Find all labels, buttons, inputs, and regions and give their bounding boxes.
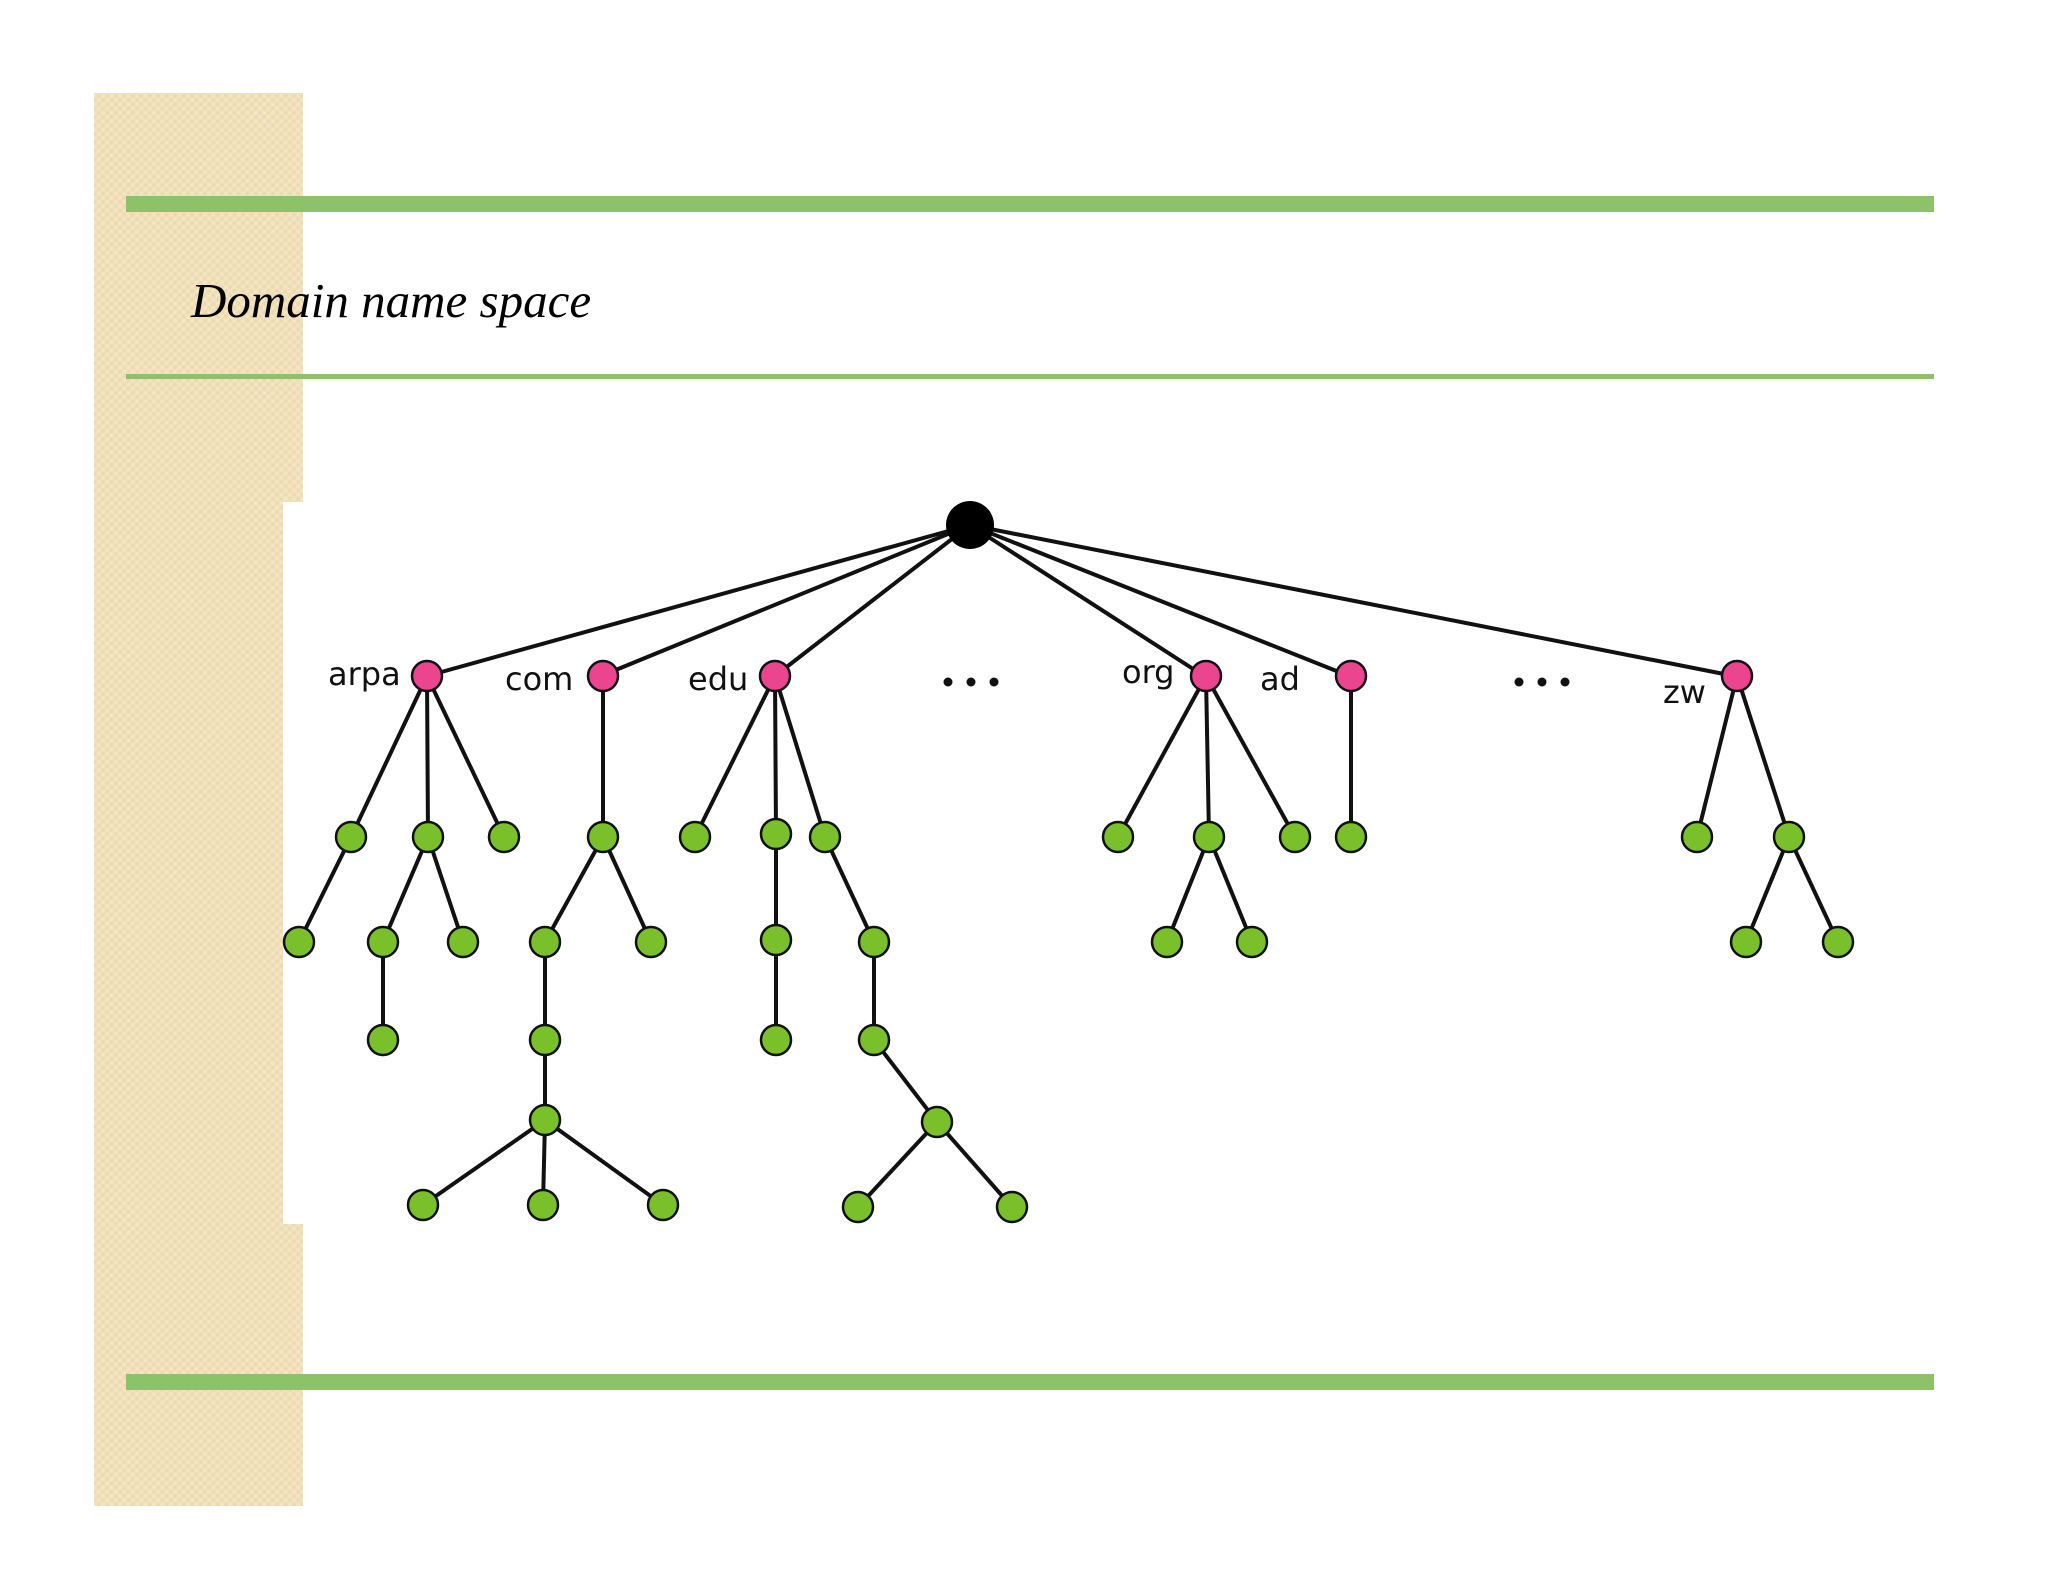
edge (1787, 836, 1840, 943)
subdomain-node (528, 925, 562, 959)
subdomain-node (528, 1103, 562, 1137)
tld-node-com (586, 659, 620, 693)
subdomain-node (1150, 925, 1184, 959)
subdomain-node (334, 820, 368, 854)
page-title: Domain name space (191, 273, 592, 328)
subdomain-node (1235, 925, 1269, 959)
subdomain-node (841, 1190, 875, 1224)
edge (543, 836, 605, 943)
tld-label-zw: zw (1663, 673, 1706, 711)
subdomain-node (995, 1190, 1029, 1224)
edge (425, 675, 506, 838)
subdomain-node (446, 925, 480, 959)
subdomain-node (282, 925, 316, 959)
edge (381, 836, 430, 943)
edge (856, 1120, 939, 1209)
subdomain-node (759, 1023, 793, 1057)
edge (1207, 836, 1254, 943)
edge (1165, 836, 1211, 943)
subdomain-node (1192, 820, 1226, 854)
subdomain-node (920, 1105, 954, 1139)
title-underline-rule (126, 374, 1934, 379)
subdomain-node (1772, 820, 1806, 854)
tld-node-edu (758, 659, 792, 693)
subdomain-node (528, 1023, 562, 1057)
tld-labels: arpa com edu org ad zw (328, 653, 1706, 711)
subdomain-node (366, 925, 400, 959)
edge (693, 675, 777, 838)
subdomain-node (1729, 925, 1763, 959)
arpa-subtree-edges (297, 675, 506, 1040)
subdomain-node (857, 1023, 891, 1057)
edge (349, 675, 429, 838)
subdomain-node (586, 820, 620, 854)
subdomain-node (1278, 820, 1312, 854)
tld-node-org (1189, 659, 1223, 693)
tld-label-com: com (505, 660, 573, 698)
edge (935, 1120, 1014, 1209)
subdomain-node (634, 925, 668, 959)
subdomain-node (1101, 820, 1135, 854)
subdomain-node (487, 820, 521, 854)
subdomain-node (646, 1188, 680, 1222)
subdomain-node (1821, 925, 1855, 959)
edge (425, 675, 430, 838)
edge (872, 1038, 939, 1124)
ellipsis-marker (1514, 677, 1570, 687)
subdomain-node (759, 923, 793, 957)
tld-label-arpa: arpa (328, 655, 401, 693)
subdomain-node (678, 820, 712, 854)
edge (1116, 675, 1208, 838)
edge (297, 836, 353, 943)
tld-node-arpa (410, 659, 444, 693)
edge (1204, 675, 1211, 838)
zw-subtree-edges (1695, 675, 1840, 943)
tld-nodes (410, 659, 1754, 693)
tld-label-edu: edu (688, 660, 748, 698)
subdomain-node (366, 1023, 400, 1057)
tld-node-zw (1720, 659, 1754, 693)
edge-root-com (600, 523, 971, 678)
edge (543, 1118, 665, 1207)
edge (601, 836, 653, 943)
subdomain-node (1680, 820, 1714, 854)
edge (773, 675, 827, 838)
ellipsis-marker (943, 677, 999, 687)
edge (421, 1118, 547, 1207)
root-node (946, 501, 994, 549)
edge (1735, 675, 1791, 838)
tld-node-ad (1334, 659, 1368, 693)
side-decoration-strip (94, 93, 303, 1506)
root-edges (426, 523, 1735, 678)
subdomain-node (411, 820, 445, 854)
subdomain-nodes (282, 817, 1855, 1224)
subdomain-node (857, 925, 891, 959)
edge (426, 836, 465, 943)
diagram-panel (283, 502, 1983, 1224)
edge-root-zw (969, 523, 1735, 678)
subdomain-node (759, 817, 793, 851)
edge (773, 675, 778, 835)
subdomain-node (1334, 820, 1368, 854)
subdomain-node (808, 820, 842, 854)
edge-root-arpa (426, 523, 971, 678)
edge (1695, 675, 1739, 838)
edge (1204, 675, 1297, 838)
edge (823, 836, 876, 943)
tld-label-org: org (1122, 653, 1174, 691)
edu-subtree-edges (693, 675, 1014, 1209)
bottom-rule (126, 1374, 1934, 1390)
edge-root-ad (969, 523, 1350, 678)
subdomain-node (406, 1188, 440, 1222)
subdomain-node (526, 1188, 560, 1222)
top-rule (126, 196, 1934, 212)
edge-root-org (968, 523, 1206, 678)
edge-root-edu (773, 523, 972, 678)
edge (1744, 836, 1791, 943)
tld-label-ad: ad (1260, 660, 1300, 698)
org-subtree-edges (1116, 675, 1297, 943)
